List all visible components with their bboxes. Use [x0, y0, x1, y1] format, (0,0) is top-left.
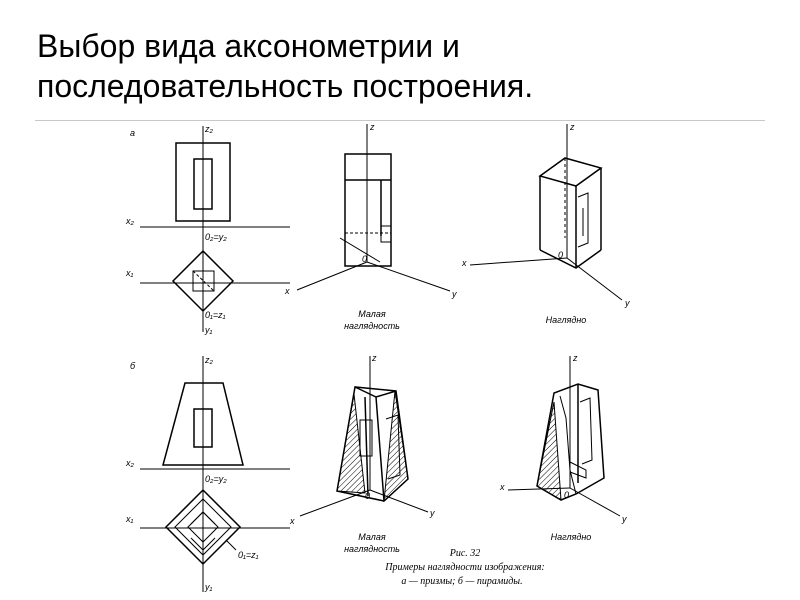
- row-a-clear-axis-y: y: [624, 298, 630, 308]
- row-b-axis-x2: x₂: [125, 458, 135, 468]
- slide-title-line-1: Выбор вида аксонометрии и: [37, 28, 460, 64]
- row-b-small-origin: 0: [365, 491, 370, 501]
- row-a-small-caption-line-1: Малая: [358, 309, 386, 319]
- row-b-small-caption-line-1: Малая: [358, 532, 386, 542]
- row-a-small-origin: 0: [362, 254, 367, 264]
- row-b-clear-axis-x: x: [499, 482, 505, 492]
- row-a-axis-y1: y₁: [204, 325, 213, 335]
- row-b-small-axis-x: x: [289, 516, 295, 526]
- pyramid-axonometric-small-view: z 0 x y Малая наглядность: [289, 353, 435, 554]
- figure-caption-line-1: Примеры наглядности изображения:: [384, 562, 544, 573]
- figure-caption-line-2: а — призмы; б — пирамиды.: [401, 576, 522, 587]
- pyramid-axonometric-clear-view: z 0 x y Наглядно: [499, 353, 627, 542]
- row-b-axis-z2: z₂: [204, 355, 214, 365]
- figure-number: Рис. 32: [449, 548, 481, 559]
- row-b-small-caption-line-2: наглядность: [344, 544, 400, 554]
- row-a-axis-x2: x₂: [125, 216, 135, 226]
- row-a-axis-x1: x₁: [125, 268, 134, 278]
- row-a-axis-z2: z₂: [204, 124, 214, 134]
- prism-axonometric-clear-view: z 0 x y Наглядно: [461, 122, 630, 325]
- row-a-clear-origin: 0: [558, 250, 563, 260]
- figure-caption: Рис. 32 Примеры наглядности изображения:…: [384, 548, 544, 587]
- slide-title: Выбор вида аксонометрии и последовательн…: [37, 26, 533, 106]
- row-b-axis-y1: y₁: [204, 582, 213, 592]
- row-b-clear-origin: 0: [564, 490, 569, 500]
- row-b-axis-o2y2: 0₂=y₂: [205, 474, 227, 484]
- row-a-small-caption-line-2: наглядность: [344, 321, 400, 331]
- row-b-small-axis-y: y: [429, 508, 435, 518]
- row-a-clear-axis-z: z: [569, 122, 575, 132]
- title-divider: [35, 120, 765, 121]
- row-a-clear-caption: Наглядно: [546, 315, 587, 325]
- row-a-clear-axis-x: x: [461, 258, 467, 268]
- row-a-axis-o1z1: 0₁=z₁: [205, 310, 226, 320]
- row-b-small-axis-z: z: [371, 353, 377, 363]
- pyramid-orthographic-views: б z₂ x₂ 0₂=y₂ x₁ 0₁=z₁ y₁: [125, 355, 290, 592]
- slide-title-line-2: последовательность построения.: [37, 68, 534, 104]
- row-b-label: б: [130, 361, 136, 371]
- row-b-axis-x1: x₁: [125, 514, 134, 524]
- row-a-small-axis-x: x: [284, 286, 290, 296]
- prism-axonometric-small-view: z 0 x y Малая наглядность: [284, 122, 457, 331]
- prism-orthographic-views: а z₂ x₂ 0₂=y₂ x₁ 0₁=z₁ y₁: [125, 124, 290, 335]
- row-b-axis-o1z1: 0₁=z₁: [238, 550, 259, 560]
- row-a-axis-o2y2: 0₂=y₂: [205, 232, 227, 242]
- row-b-clear-axis-z: z: [572, 353, 578, 363]
- row-a-label: а: [130, 128, 135, 138]
- row-b-clear-axis-y: y: [621, 514, 627, 524]
- row-a-small-axis-y: y: [451, 289, 457, 299]
- row-a-small-axis-z: z: [369, 122, 375, 132]
- row-b-clear-caption: Наглядно: [551, 532, 592, 542]
